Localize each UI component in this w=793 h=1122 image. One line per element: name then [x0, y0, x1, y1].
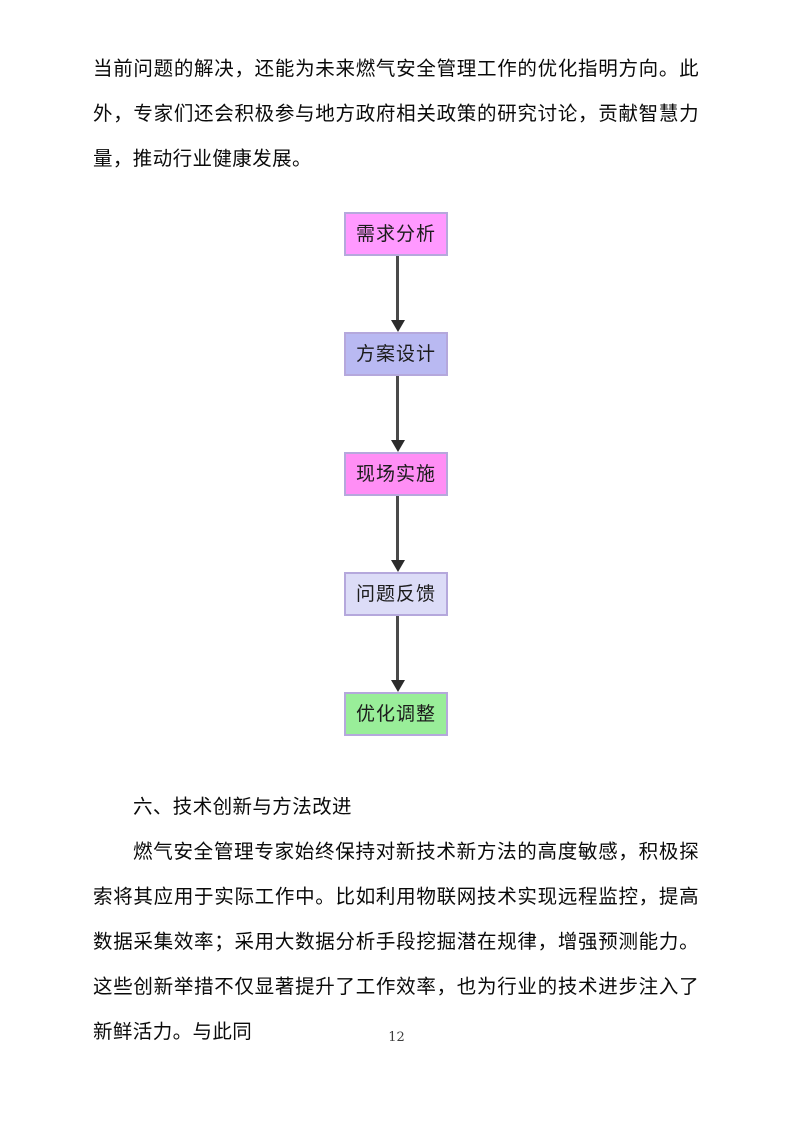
flow-node-problem-feedback: 问题反馈 [344, 572, 448, 616]
flow-arrow-4-head [390, 680, 405, 692]
flow-arrow-4 [390, 616, 405, 692]
flow-arrow-3-shaft [396, 496, 399, 562]
flow-arrow-4-shaft [396, 616, 399, 682]
section-heading-six: 六、技术创新与方法改进 [133, 794, 352, 818]
flow-node-solution-design: 方案设计 [344, 332, 448, 376]
flow-arrow-3-head [390, 560, 405, 572]
flow-node-label: 需求分析 [355, 222, 436, 245]
flow-node-label: 问题反馈 [355, 582, 436, 605]
paragraph-top: 当前问题的解决，还能为未来燃气安全管理工作的优化指明方向。此外，专家们还会积极参… [93, 56, 699, 170]
flow-arrow-1-shaft [396, 256, 399, 322]
flow-arrow-1-head [390, 320, 405, 332]
flow-node-onsite-implementation: 现场实施 [344, 452, 448, 496]
flow-arrow-3 [390, 496, 405, 572]
flow-node-requirements-analysis: 需求分析 [344, 212, 448, 256]
flow-node-label: 现场实施 [355, 462, 436, 485]
process-flowchart: 需求分析 方案设计 现场实施 问题反馈 优化调整 [0, 190, 793, 760]
flow-node-label: 方案设计 [355, 342, 436, 365]
flow-node-label: 优化调整 [355, 702, 436, 725]
flow-node-optimization-adjustment: 优化调整 [344, 692, 448, 736]
flow-arrow-2-shaft [396, 376, 399, 442]
paragraph-bottom: 燃气安全管理专家始终保持对新技术新方法的高度敏感，积极探索将其应用于实际工作中。… [93, 839, 699, 1043]
flow-arrow-2 [390, 376, 405, 452]
page-number: 12 [388, 1030, 405, 1045]
flow-arrow-2-head [390, 440, 405, 452]
flow-arrow-1 [390, 256, 405, 332]
